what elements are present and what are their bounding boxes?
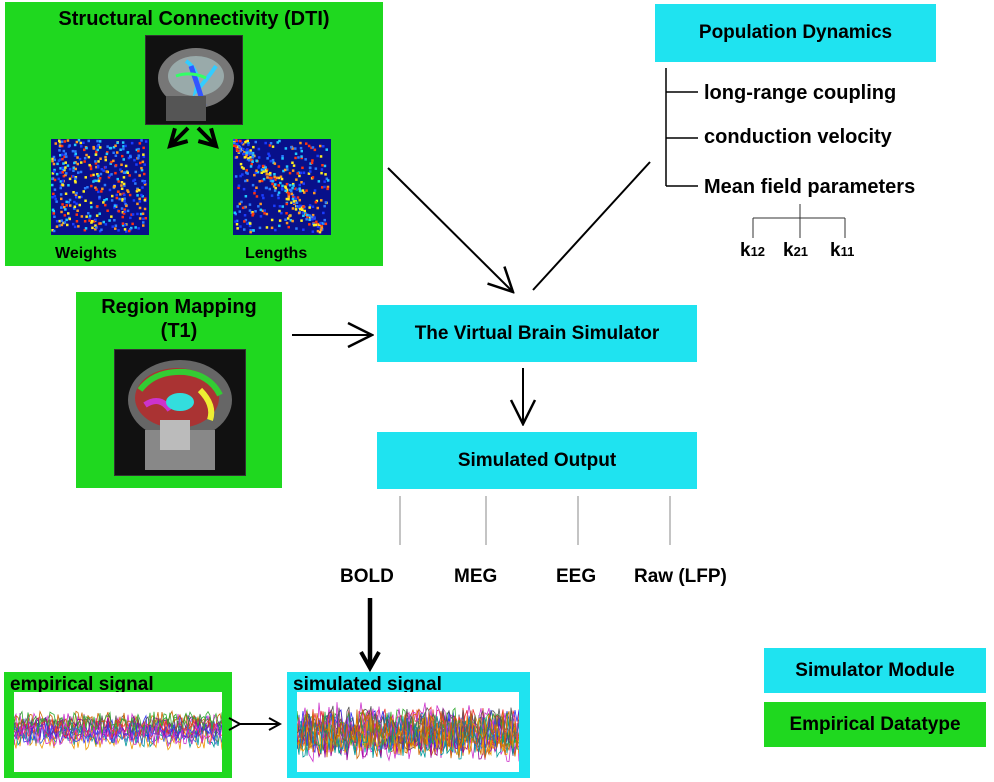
dti-brain-image	[145, 35, 243, 125]
region-mapping-box: Region Mapping (T1)	[76, 292, 282, 488]
simulated-signal-plot	[296, 692, 520, 772]
param-k21: k21	[783, 240, 808, 262]
modality-bold: BOLD	[340, 566, 394, 587]
param-k11: k11	[830, 240, 854, 262]
population-dynamics-box: Population Dynamics	[655, 4, 936, 62]
weights-matrix	[51, 139, 149, 235]
param-k11-sub: 11	[840, 244, 855, 259]
t1-brain-image	[114, 349, 246, 476]
dti-arrow-left	[170, 126, 190, 146]
virtual-brain-simulator-box: The Virtual Brain Simulator	[377, 305, 697, 362]
region-mapping-title-line1: Region Mapping	[101, 296, 257, 318]
simulated-signal-label: simulated signal	[293, 674, 442, 695]
empirical-signal-box: empirical signal	[4, 672, 232, 778]
dti-box: Structural Connectivity (DTI) Weights Le…	[5, 2, 383, 266]
simulated-output-box: Simulated Output	[377, 432, 697, 489]
empirical-signal-label: empirical signal	[10, 674, 154, 695]
weights-label: Weights	[55, 245, 117, 262]
param-k21-base: k	[783, 240, 794, 261]
lengths-label: Lengths	[245, 245, 308, 262]
param-k21-sub: 21	[793, 244, 809, 259]
simulated-signal-box: simulated signal	[287, 672, 530, 778]
param-k12-sub: 12	[750, 244, 766, 259]
dti-arrow-right	[196, 126, 216, 146]
legend-empirical-datatype: Empirical Datatype	[764, 702, 986, 747]
param-mean-field: Mean field parameters	[704, 176, 916, 198]
param-k12: k12	[740, 240, 765, 262]
lengths-matrix	[232, 137, 331, 235]
legend-simulator-module: Simulator Module	[764, 648, 986, 693]
modality-raw-lfp: Raw (LFP)	[634, 566, 727, 587]
param-k11-base: k	[830, 240, 841, 261]
arrow-dti-to-simulator	[387, 167, 513, 292]
modality-meg: MEG	[454, 566, 498, 587]
line-population-to-simulator	[532, 161, 651, 291]
param-conduction-velocity: conduction velocity	[704, 126, 892, 148]
param-long-range-coupling: long-range coupling	[704, 82, 897, 104]
dti-title: Structural Connectivity (DTI)	[58, 8, 330, 30]
modality-eeg: EEG	[556, 566, 597, 587]
region-mapping-title-line2: (T1)	[160, 320, 198, 342]
param-k12-base: k	[740, 240, 751, 261]
empirical-signal-plot	[13, 692, 223, 772]
